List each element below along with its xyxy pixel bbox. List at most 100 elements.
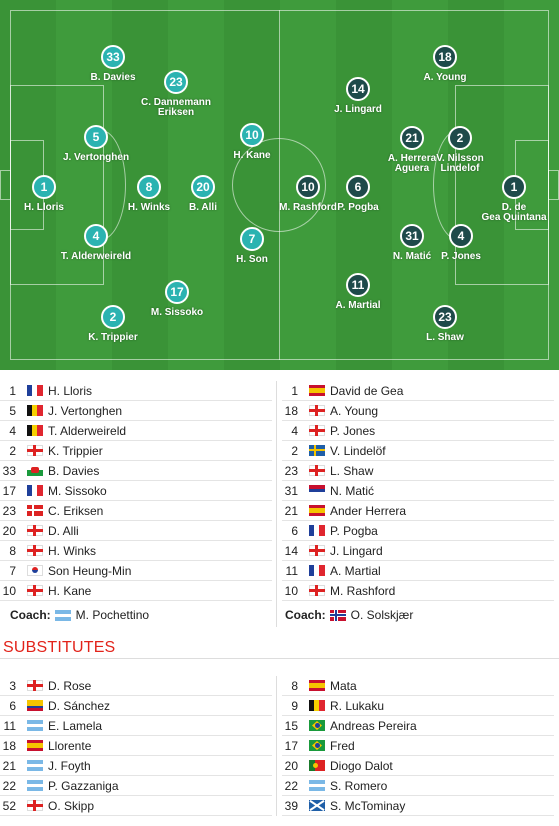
argentina-flag-icon [27,720,43,731]
player-name[interactable]: S. McTominay [330,798,406,813]
belgium-flag-icon [309,700,325,711]
home-coach-name[interactable]: M. Pochettino [75,608,150,622]
coach-row: Coach: M. Pochettino Coach: O. Solskjær [0,603,559,627]
player-name[interactable]: J. Foyth [48,758,91,773]
player-name[interactable]: Fred [330,738,355,753]
player-name[interactable]: E. Lamela [48,718,103,733]
lineup-row: 18 Llorente [0,736,272,756]
player-name[interactable]: Diogo Dalot [330,758,393,773]
player-name[interactable]: T. Alderweireld [48,423,127,438]
player-name[interactable]: H. Winks [48,543,96,558]
shirt-number: 20 [2,523,16,538]
away-coach-name[interactable]: O. Solskjær [350,608,414,622]
player-name[interactable]: H. Kane [48,583,92,598]
player-name[interactable]: C. Eriksen [48,503,104,518]
player-number-badge: 33 [101,45,125,69]
shirt-number: 21 [284,503,298,518]
player-name[interactable]: Llorente [48,738,92,753]
player-name[interactable]: Ander Herrera [330,503,407,518]
pitch-player-name: A. Herrera Aguera [387,153,437,174]
player-name[interactable]: N. Matić [330,483,375,498]
france-flag-icon [309,525,325,536]
player-name[interactable]: D. Rose [48,678,92,693]
player-name[interactable]: P. Jones [330,423,376,438]
player-name[interactable]: J. Vertonghen [48,403,123,418]
portugal-flag-icon [309,760,325,771]
player-name[interactable]: V. Lindelöf [330,443,386,458]
pitch-player-name: L. Shaw [426,332,464,343]
player-name[interactable]: D. Alli [48,523,79,538]
lineup-row: 6 D. Sánchez [0,696,272,716]
player-name[interactable]: J. Lingard [330,543,383,558]
player-name[interactable]: K. Trippier [48,443,103,458]
player-name[interactable]: P. Pogba [330,523,378,538]
scotland-flag-icon [309,800,325,811]
player-name[interactable]: A. Young [330,403,379,418]
player-name[interactable]: L. Shaw [330,463,374,478]
england-flag-icon [309,405,325,416]
player-name[interactable]: Mata [330,678,357,693]
pitch-player-name: J. Lingard [334,104,382,115]
pitch-player[interactable]: 14 J. Lingard [303,77,413,115]
player-name[interactable]: O. Skipp [48,798,95,813]
england-flag-icon [27,525,43,536]
player-name[interactable]: M. Sissoko [48,483,107,498]
player-name[interactable]: Andreas Pereira [330,718,417,733]
player-name[interactable]: D. Sánchez [48,698,111,713]
player-name[interactable]: H. Lloris [48,383,93,398]
shirt-number: 8 [9,543,16,558]
shirt-number: 17 [2,483,16,498]
lineup-row: 7 Son Heung-Min [0,561,272,581]
player-name[interactable]: R. Lukaku [330,698,385,713]
player-number-badge: 14 [346,77,370,101]
player-number-badge: 4 [84,224,108,248]
player-name[interactable]: S. Romero [330,778,388,793]
spain-flag-icon [27,740,43,751]
pitch-player-name: A. Martial [335,300,381,311]
shirt-number: 7 [9,563,16,578]
player-name[interactable]: Son Heung-Min [48,563,132,578]
shirt-number: 52 [2,798,16,813]
player-name[interactable]: David de Gea [330,383,404,398]
player-name[interactable]: A. Martial [330,563,381,578]
shirt-number: 6 [9,698,16,713]
shirt-number: 6 [291,523,298,538]
player-name[interactable]: P. Gazzaniga [48,778,119,793]
player-number-badge: 31 [400,224,424,248]
shirt-number: 18 [2,738,16,753]
player-name[interactable]: B. Davies [48,463,100,478]
argentina-flag-icon [309,780,325,791]
player-name[interactable]: M. Rashford [330,583,396,598]
